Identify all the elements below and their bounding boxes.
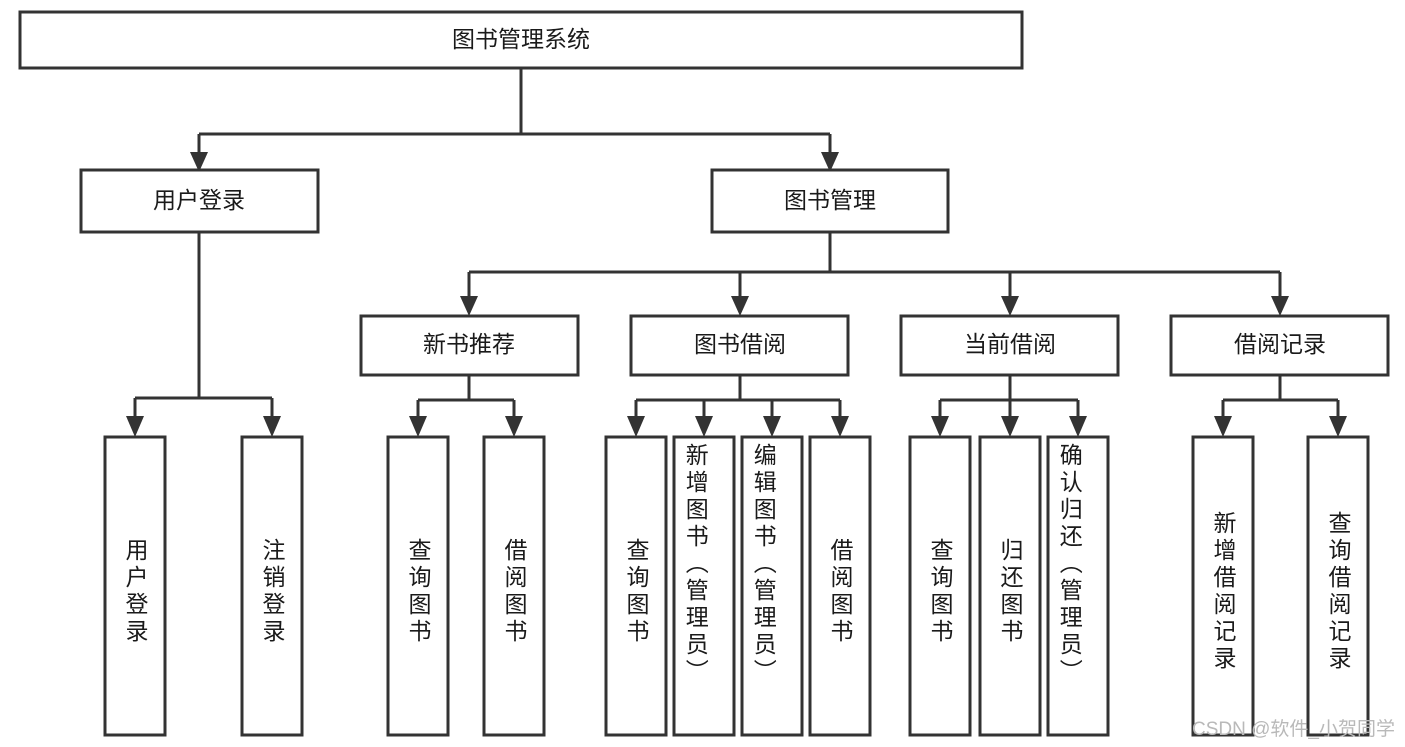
node-new-book-recommend-label: 新书推荐: [423, 331, 515, 357]
arrowhead-current-leaf3: [1069, 416, 1087, 437]
leaf-user-login-login-label: 用户登录: [122, 538, 149, 646]
node-book-management[interactable]: 图书管理: [710, 168, 950, 234]
leaf-new-book-borrow-label: 借阅图书: [501, 538, 528, 646]
leaf-user-login-login[interactable]: 用户登录: [103, 435, 167, 737]
leaf-borrow-query-label: 查询图书: [623, 538, 650, 646]
node-new-book-recommend[interactable]: 新书推荐: [359, 314, 580, 377]
leaf-record-query-box: [1306, 435, 1370, 737]
arrowhead-record: [1271, 296, 1289, 316]
leaf-borrow-add[interactable]: 新增图书（管理员）: [672, 435, 736, 737]
arrowhead-record-leaf1: [1214, 416, 1232, 437]
arrowhead-leaf-logout: [263, 416, 281, 437]
node-book-borrow-label: 图书借阅: [694, 331, 786, 357]
leaf-new-book-borrow[interactable]: 借阅图书: [482, 435, 546, 737]
node-borrow-record-label: 借阅记录: [1234, 331, 1326, 357]
leaf-user-login-logout[interactable]: 注销登录: [240, 435, 304, 737]
leaf-borrow-edit-label: 编辑图书（管理员）: [750, 443, 777, 686]
leaf-borrow-borrow-label: 借阅图书: [827, 538, 854, 646]
arrowhead-borrow-leaf1: [627, 416, 645, 437]
leaf-current-return-label: 归还图书: [997, 538, 1024, 646]
arrowhead-user-login: [190, 152, 208, 172]
leaf-current-confirm-return-label: 确认归还（管理员）: [1056, 443, 1083, 686]
arrowhead-borrow-leaf3: [763, 416, 781, 437]
leaf-current-query[interactable]: 查询图书: [908, 435, 972, 737]
node-user-login[interactable]: 用户登录: [79, 168, 320, 234]
node-user-login-label: 用户登录: [153, 187, 245, 213]
leaf-new-book-query[interactable]: 查询图书: [386, 435, 450, 737]
leaf-user-login-logout-label: 注销登录: [259, 538, 286, 646]
node-book-management-box: [710, 168, 950, 234]
leaf-borrow-borrow[interactable]: 借阅图书: [808, 435, 872, 737]
arrowhead-newbook: [460, 296, 478, 316]
leaf-record-add[interactable]: 新增借阅记录: [1191, 435, 1255, 737]
arrowhead-newbook-leaf2: [505, 416, 523, 437]
leaf-borrow-query[interactable]: 查询图书: [604, 435, 668, 737]
node-user-login-box: [79, 168, 320, 234]
node-new-book-recommend-box: [359, 314, 580, 377]
arrowhead-current-leaf2: [1001, 416, 1019, 437]
leaf-new-book-query-label: 查询图书: [405, 538, 432, 646]
arrowhead-newbook-leaf1: [409, 416, 427, 437]
leaf-record-add-label: 新增借阅记录: [1210, 511, 1237, 673]
node-current-borrow-label: 当前借阅: [964, 331, 1056, 357]
leaf-user-login-login-box: [103, 435, 167, 737]
arrowhead-leaf-user-login: [126, 416, 144, 437]
leaf-record-query-label: 查询借阅记录: [1325, 511, 1352, 673]
arrowhead-record-leaf2: [1329, 416, 1347, 437]
leaf-new-book-borrow-box: [482, 435, 546, 737]
leaf-new-book-query-box: [386, 435, 450, 737]
leaf-borrow-query-box: [604, 435, 668, 737]
leaf-current-confirm-return-box: [1046, 435, 1110, 737]
leaf-borrow-edit[interactable]: 编辑图书（管理员）: [740, 435, 804, 737]
arrowhead-current: [1001, 296, 1019, 316]
leaf-borrow-add-box: [672, 435, 736, 737]
node-book-borrow-box: [629, 314, 850, 377]
arrowhead-borrow-leaf2: [695, 416, 713, 437]
leaf-borrow-add-label: 新增图书（管理员）: [682, 443, 709, 686]
arrowhead-borrow: [731, 296, 749, 316]
connector-layer: [126, 68, 1347, 437]
node-book-management-label: 图书管理: [784, 187, 876, 213]
node-current-borrow-box: [899, 314, 1120, 377]
leaf-borrow-edit-box: [740, 435, 804, 737]
leaf-record-add-box: [1191, 435, 1255, 737]
leaf-current-query-label: 查询图书: [927, 538, 954, 646]
leaf-record-query[interactable]: 查询借阅记录: [1306, 435, 1370, 737]
arrowhead-current-leaf1: [931, 416, 949, 437]
arrowhead-book-mgmt: [821, 152, 839, 172]
leaf-user-login-logout-box: [240, 435, 304, 737]
node-borrow-record[interactable]: 借阅记录: [1169, 314, 1390, 377]
node-root[interactable]: 图书管理系统: [18, 10, 1024, 70]
node-borrow-record-box: [1169, 314, 1390, 377]
leaf-current-confirm-return[interactable]: 确认归还（管理员）: [1046, 435, 1110, 737]
arrowhead-borrow-leaf4: [831, 416, 849, 437]
node-current-borrow[interactable]: 当前借阅: [899, 314, 1120, 377]
node-root-box: [18, 10, 1024, 70]
leaf-borrow-borrow-box: [808, 435, 872, 737]
node-root-label: 图书管理系统: [452, 26, 590, 52]
leaf-current-return-box: [978, 435, 1042, 737]
leaf-current-query-box: [908, 435, 972, 737]
leaf-current-return[interactable]: 归还图书: [978, 435, 1042, 737]
node-book-borrow[interactable]: 图书借阅: [629, 314, 850, 377]
